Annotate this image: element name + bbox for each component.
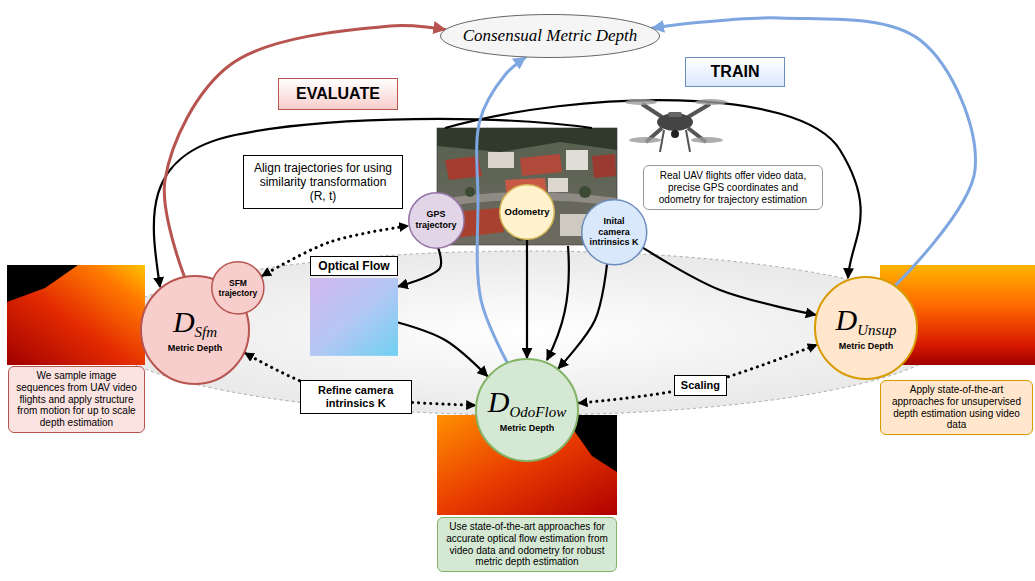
- node-text: Use state-of-the-art approaches for accu…: [443, 521, 611, 568]
- caption-box: Use state-of-the-art approaches for accu…: [437, 517, 617, 572]
- depth-map-sfm: [7, 265, 145, 365]
- optical-flow-image: [310, 278, 398, 356]
- input-circle: Inital camera intrinsics K: [581, 199, 647, 265]
- optical-flow-box: Optical Flow: [310, 256, 398, 356]
- depth-caption: Metric Depth: [168, 343, 223, 353]
- node-text: We sample image sequences from UAV video…: [14, 370, 139, 429]
- arrow-connector: [643, 248, 816, 315]
- arrow-connector: [398, 322, 487, 376]
- drone-icon: [625, 99, 727, 152]
- dotted-connector: [262, 226, 408, 276]
- depth-caption: Metric Depth: [836, 341, 897, 351]
- edge-label: Refine camera intrinsics K: [318, 384, 393, 409]
- node-text: TRAIN: [690, 63, 780, 82]
- depth-circle: DUnsupMetric Depth: [814, 276, 918, 380]
- arrow-connector: [164, 26, 445, 277]
- depth-map-odoflow: [437, 415, 617, 515]
- target-ellipse: Consensual Metric Depth: [440, 14, 660, 58]
- arrow-connector: [652, 18, 975, 285]
- input-circle: Odometry: [499, 184, 555, 240]
- depth-subscript: Sfm: [195, 324, 218, 340]
- depth-subscript: Unsup: [857, 322, 896, 338]
- depth-symbol: D: [836, 303, 858, 336]
- phase-box: TRAIN: [685, 57, 785, 87]
- node-text: SFM trajectory: [217, 278, 259, 298]
- node-text: Apply state-of-the-art approaches for un…: [886, 384, 1027, 431]
- edge-label: Scaling: [681, 379, 720, 391]
- phase-box: EVALUATE: [278, 78, 398, 110]
- node-text: Inital camera intrinsics K: [589, 216, 639, 248]
- node-text: EVALUATE: [283, 85, 393, 104]
- input-arrow: [547, 246, 569, 360]
- edge-label-box: Scaling: [674, 375, 727, 396]
- depth-subscript: OdoFlow: [510, 404, 567, 420]
- depth-circle: DOdoFlowMetric Depth: [475, 358, 579, 462]
- depth-caption: Metric Depth: [488, 423, 566, 433]
- node-text: Odometry: [505, 206, 550, 217]
- depth-symbol: D: [488, 385, 510, 418]
- node-text: GPS trajectory: [413, 209, 458, 230]
- edge-label-box: Refine camera intrinsics K: [300, 380, 412, 414]
- dotted-connector: [579, 345, 817, 403]
- input-circle: SFM trajectory: [211, 261, 265, 315]
- note-box: Align trajectories for using similarity …: [243, 155, 403, 209]
- depth-symbol: D: [173, 305, 195, 338]
- node-text: Consensual Metric Depth: [463, 26, 638, 46]
- node-text: Real UAV flights offer video data, preci…: [650, 170, 816, 205]
- caption-box: Apply state-of-the-art approaches for un…: [880, 380, 1033, 435]
- input-circle: GPS trajectory: [408, 192, 465, 249]
- node-text: Optical Flow: [314, 259, 394, 273]
- input-arrow: [445, 100, 861, 278]
- arrow-connector: [398, 248, 441, 286]
- arrow-connector: [558, 264, 607, 368]
- note-box: Real UAV flights offer video data, preci…: [643, 165, 823, 210]
- node-text: Align trajectories for using similarity …: [250, 161, 396, 203]
- arrow-connector: [526, 240, 528, 358]
- caption-box: We sample image sequences from UAV video…: [8, 366, 145, 433]
